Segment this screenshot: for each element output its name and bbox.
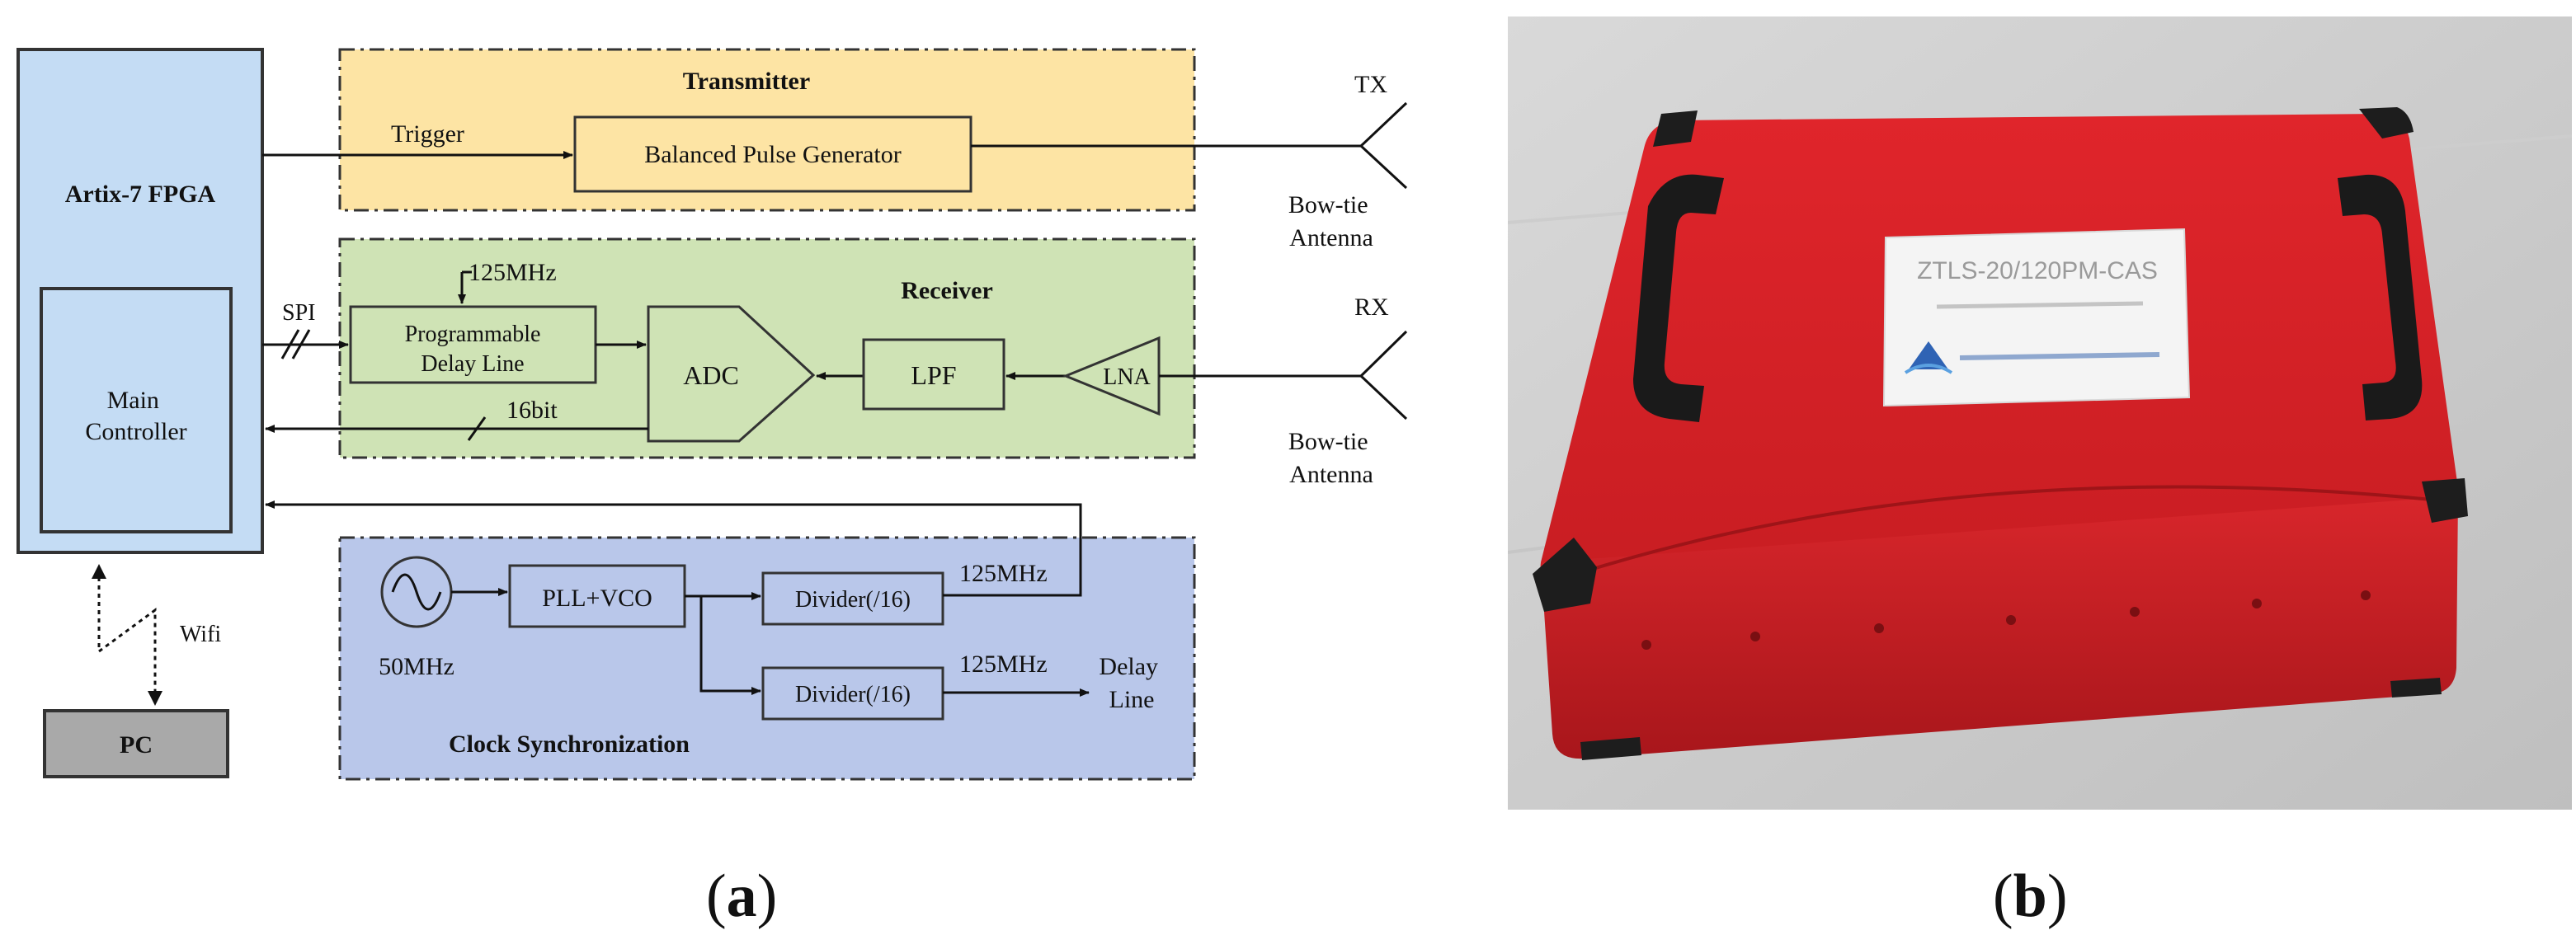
corner-guard-tl: [1653, 110, 1698, 147]
rx-antenna-label: Bow-tie Antenna: [1288, 428, 1374, 488]
spi-bus-mark-2: [291, 329, 311, 359]
tx-antenna-text-line2: Antenna: [1289, 224, 1373, 251]
divider1-label: Divider(/16): [795, 587, 911, 613]
foot-bl: [1580, 737, 1641, 760]
lpf-label: LPF: [911, 360, 956, 390]
receiver-title: Receiver: [901, 277, 993, 304]
pll-vco-block: [508, 564, 686, 628]
screw: [2130, 607, 2140, 617]
tx-antenna-text: Bow-tie: [1288, 191, 1368, 218]
pc-label: PC: [120, 731, 153, 759]
caption-b-close: ): [2046, 862, 2068, 930]
device-label-model: ZTLS-20/120PM-CAS: [1917, 257, 2158, 284]
caption-a: (a): [706, 862, 777, 932]
spi-label: SPI: [282, 300, 315, 326]
delay-line-output-label: Delay Line: [1099, 653, 1164, 713]
rx-antenna-text: Bow-tie: [1288, 428, 1368, 455]
screw: [2361, 590, 2371, 600]
divider1-output-label: 125MHz: [959, 560, 1048, 587]
programmable-delay-line-block: [349, 305, 597, 384]
programmable-delay-line-line1: Programmable: [405, 322, 541, 347]
spi-bus-mark: [280, 329, 300, 359]
main-controller-label: Main Controller: [85, 387, 186, 445]
screw: [2252, 599, 2262, 608]
foot-br: [2390, 678, 2442, 698]
corner-guard-bl: [1533, 538, 1597, 612]
clock-sync-title: Clock Synchronization: [449, 731, 690, 758]
fpga-title: Artix-7 FPGA: [65, 181, 216, 208]
wifi-arrow-up: [92, 564, 106, 579]
right-handle-icon: [2338, 174, 2423, 420]
caption-a-open: (: [706, 862, 727, 930]
corner-guard-tr: [2359, 107, 2414, 139]
pulse-generator-label: Balanced Pulse Generator: [644, 141, 902, 168]
device-label-plate: [1882, 228, 2191, 407]
left-handle-icon: [1633, 174, 1724, 423]
wifi-label: Wifi: [180, 622, 221, 647]
screw: [1874, 623, 1884, 633]
adc-bus-mark: [467, 416, 487, 441]
tx-antenna-symbol: [1359, 101, 1408, 190]
screw: [2006, 615, 2016, 625]
tx-label: TX: [1354, 71, 1387, 98]
device-photo-drawing: ZTLS-20/120PM-CAS: [1508, 16, 2572, 810]
pll-vco-label: PLL+VCO: [542, 585, 652, 612]
device-front-side: [1541, 496, 2458, 759]
divider2-block: [761, 666, 944, 721]
caption-b-open: (: [1993, 862, 2013, 930]
delay-line-output-text: Delay: [1099, 653, 1158, 680]
rx-antenna-text-line2: Antenna: [1289, 461, 1373, 488]
trigger-label: Trigger: [391, 120, 464, 148]
adc-bits-label: 16bit: [506, 397, 558, 424]
screw: [1641, 640, 1651, 650]
caption-b-letter: b: [2013, 862, 2047, 930]
screw: [1750, 632, 1760, 641]
rx-label: RX: [1354, 294, 1389, 321]
institute-name-line: [1959, 352, 2160, 360]
oscillator-wave: [391, 573, 442, 611]
divider2-output-label: 125MHz: [959, 651, 1048, 678]
lna-label: LNA: [1103, 364, 1151, 390]
caption-b: (b): [1993, 862, 2067, 932]
rx-antenna-symbol: [1359, 330, 1408, 420]
device-label-line: [1936, 301, 2144, 309]
main-controller-block: [40, 287, 233, 533]
adc-label: ADC: [683, 360, 739, 390]
device-photo: ZTLS-20/120PM-CAS: [1508, 16, 2572, 810]
adc-block: [647, 305, 816, 443]
caption-a-close: ): [756, 862, 778, 930]
pc-block: [43, 709, 229, 778]
transmitter-title: Transmitter: [683, 68, 810, 95]
delay-line-output-text-line2: Line: [1109, 686, 1155, 713]
delay-clock-label: 125MHz: [469, 259, 557, 286]
pll-to-divider2-path: [699, 596, 761, 695]
institute-logo-wave: [1904, 364, 1953, 374]
wifi-arrow-down: [148, 691, 162, 706]
wifi-link: [97, 569, 157, 697]
caption-a-letter: a: [726, 862, 757, 930]
tx-antenna-label: Bow-tie Antenna: [1288, 191, 1374, 251]
institute-logo-icon: [1909, 341, 1948, 369]
corner-guard-br: [2422, 478, 2468, 523]
lpf-block: [862, 338, 1005, 411]
lid-edge-curve: [1581, 485, 2449, 574]
divider1-to-fpga-path: [265, 500, 1082, 597]
pulse-generator-block: [573, 115, 972, 193]
divider2-label: Divider(/16): [795, 682, 911, 707]
main-controller-text-line2: Controller: [85, 418, 186, 445]
system-block-diagram: Artix-7 FPGA Main Controller PC Wifi Tra…: [16, 48, 1408, 781]
programmable-delay-line-line2: Delay Line: [421, 351, 524, 377]
main-controller-text: Main: [107, 387, 159, 414]
oscillator-label: 50MHz: [379, 653, 454, 680]
divider1-block: [761, 571, 944, 626]
